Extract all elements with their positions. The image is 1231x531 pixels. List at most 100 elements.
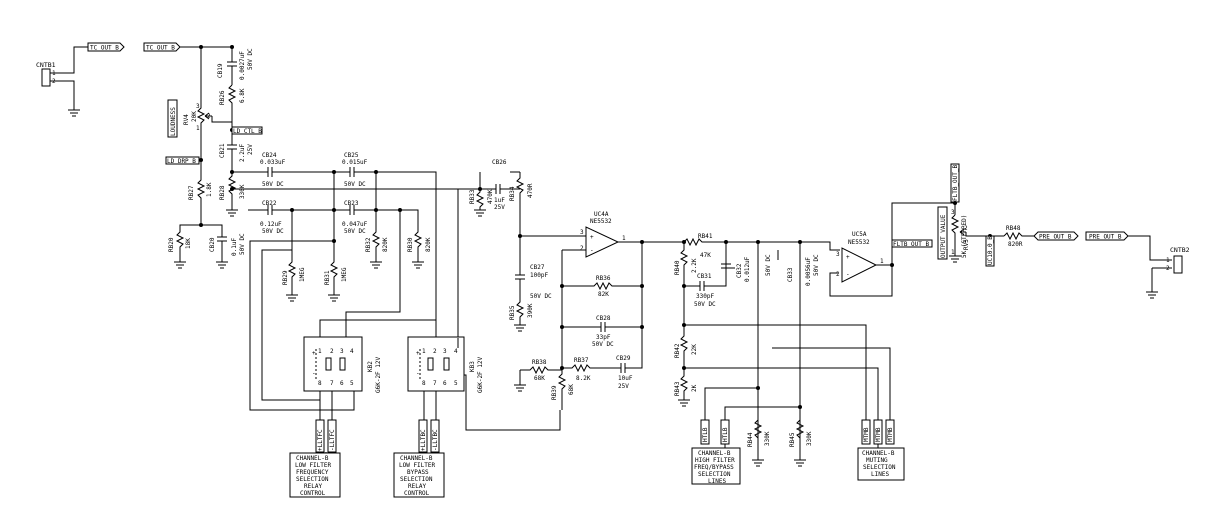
components-rb36-ref-text: RB36 (596, 275, 611, 282)
components-cb19-rating-text: 50V DC (247, 48, 254, 70)
svg-text:7: 7 (433, 380, 437, 387)
components-rb43-val-text: 2K (691, 384, 698, 392)
components-rb42-ref-text: RB42 (674, 343, 681, 358)
net-labels-lltbc-text: +LLTBC (420, 429, 427, 451)
captions-lf-bypass-4-text: RELAY (408, 483, 426, 490)
components-rb27-val-text: 1.8K (206, 182, 213, 197)
net-labels-mtlb1-text: MTMB (863, 427, 870, 442)
components-rb26-val-text: 6.8K (239, 88, 246, 103)
net-labels-uc10-text: UC10.0_B (987, 236, 994, 265)
svg-text:6: 6 (340, 380, 344, 387)
components-rb40-ref-text: RB40 (674, 260, 681, 275)
captions-mute-0-text: CHANNEL-B (862, 450, 895, 457)
components-cb28-val-text: 33pF (596, 334, 611, 341)
net-label-pre-out-1: PRE_OUT_B (1033, 231, 1079, 241)
net-labels-pre-out-2-text: PRE_OUT_B (1089, 234, 1122, 241)
captions-lf-freq-2-text: FREQUENCY (296, 469, 329, 476)
connectors-cntb2-pin2-text: 2 (1166, 265, 1170, 272)
components-rb34-ref-text: RB34 (509, 186, 516, 201)
components-rb27-ref-text: RB27 (188, 185, 195, 200)
components-rb45-val-text: 330K (806, 431, 813, 446)
svg-text:-: - (846, 271, 850, 278)
captions-hf-3-text: SELECTION (698, 471, 731, 478)
components-cb33-rating-text: 50V DC (813, 254, 820, 276)
components-kb2-ref-text: KB2 (367, 361, 374, 372)
svg-text:+: + (312, 350, 316, 357)
components-cb33-val-text: 0.0056uF (805, 257, 812, 286)
components-cb26-ref-text: CB26 (492, 159, 507, 166)
svg-text:3: 3 (340, 348, 344, 355)
components-rb32-ref-text: RB32 (365, 237, 372, 252)
captions-lf-bypass-1-text: LOW FILTER (399, 462, 436, 469)
net-labels-lltbc-m-text: -LLTBC (432, 429, 439, 451)
components-rb40-val-text: 2.2K (691, 258, 698, 273)
svg-text:1: 1 (318, 348, 322, 355)
svg-text:8: 8 (318, 380, 322, 387)
components-rb36-val-text: 82K (598, 291, 609, 298)
caption-lf-bypass: CHANNEL-B LOW FILTER BYPASS SELECTION RE… (393, 452, 445, 498)
components-rb29-ref-text: RB29 (282, 270, 289, 285)
components-rb29-val-text: 1MEG (299, 267, 306, 282)
components-rb41-val-text: 47K (700, 252, 711, 259)
captions-lf-freq-1-text: LOW FILTER (295, 462, 332, 469)
captions-lf-freq-4-text: RELAY (304, 483, 322, 490)
components-cb27-rating-text: 50V DC (530, 293, 552, 300)
svg-text:+: + (590, 234, 594, 241)
captions-hf-2-text: FREQ/BYPASS (694, 464, 734, 471)
svg-text:5: 5 (350, 380, 354, 387)
captions-lf-bypass-3-text: SELECTION (400, 476, 433, 483)
components-cb29-val-text: 10uF (618, 375, 633, 382)
svg-text:3: 3 (951, 209, 955, 216)
net-labels-tc-out-2-text: TC_OUT_B (146, 45, 175, 52)
net-labels-tc-out-1-text: TC_OUT_B (90, 45, 119, 52)
components-cb22-rating-text: 50V DC (262, 228, 284, 235)
captions-hf-0-text: CHANNEL-B (698, 450, 731, 457)
components-cb24-ref-text: CB24 (262, 152, 277, 159)
svg-text:8: 8 (422, 380, 426, 387)
svg-text:2: 2 (433, 348, 437, 355)
svg-text:3: 3 (443, 348, 447, 355)
components-rb37-ref-text: RB37 (574, 357, 589, 364)
components-rb39-ref-text: RB39 (551, 385, 558, 400)
components-cb19-ref-text: CB19 (217, 63, 224, 78)
components-rb33-val-text: 470K (487, 189, 494, 204)
components-uc4a-ref-text: UC4A (594, 211, 609, 218)
caption-mute: CHANNEL-B MUTING SELECTION LINES (857, 447, 905, 481)
components-cb32-ref-text: CB32 (736, 263, 743, 278)
components-cb26-val-text: 1uF (494, 197, 505, 204)
connectors-cntb2-pin1-text: 1 (1166, 257, 1170, 264)
caption-hf: CHANNEL-B HIGH FILTER FREQ/BYPASS SELECT… (691, 447, 741, 485)
captions-mute-1-text: MUTING (866, 457, 888, 464)
captions-lf-bypass-5-text: CONTROL (404, 490, 430, 497)
captions-lf-freq-5-text: CONTROL (300, 490, 326, 497)
net-labels-lltfc-text: +LLTFC (317, 429, 324, 451)
svg-text:-: - (590, 247, 594, 254)
relay-kb3: + - 1 2 3 4 8 7 6 5 KB3 G6K-2F 12V (407, 336, 561, 431)
svg-text:2: 2 (330, 348, 334, 355)
svg-text:3: 3 (836, 251, 840, 258)
components-kb3-val-text: G6K-2F 12V (477, 356, 484, 393)
components-rb44-ref-text: RB44 (747, 432, 754, 447)
components-rb38-ref-text: RB38 (532, 359, 547, 366)
components-cb21-val-text: 2.2uF (239, 144, 246, 162)
svg-text:2: 2 (836, 271, 840, 278)
svg-text:3: 3 (196, 103, 200, 110)
components-rb43-ref-text: RB43 (674, 381, 681, 396)
svg-text:4: 4 (454, 348, 458, 355)
components-cb22-ref-text: CB22 (262, 200, 277, 207)
net-labels-lltfc-m-text: -LLTFC (329, 429, 336, 451)
components-uc4a-val-text: NE5532 (590, 218, 612, 225)
net-labels-mtlb3-text: MTMB (887, 427, 894, 442)
components-rb48-val-text: 820R (1008, 241, 1023, 248)
cntb1-ref: CNTB1 (36, 61, 56, 69)
opamp-uc4a: + - 3 2 1 UC4A NE5532 RB36 82K CB28 33pF… (514, 211, 644, 410)
net-labels-flt-out-top-text: FLTB_OUT_B (952, 164, 959, 201)
svg-text:+: + (416, 350, 420, 357)
components-rb33-ref-text: RB33 (469, 189, 476, 204)
components-rb30-val-text: 820K (425, 237, 432, 252)
components-rb34-val-text: 470R (527, 183, 534, 198)
cntb2-ref: CNTB2 (1170, 246, 1190, 254)
components-cb22-val-text: 0.12uF (260, 221, 282, 228)
components-cb27-val-text: 100pF (530, 272, 548, 279)
